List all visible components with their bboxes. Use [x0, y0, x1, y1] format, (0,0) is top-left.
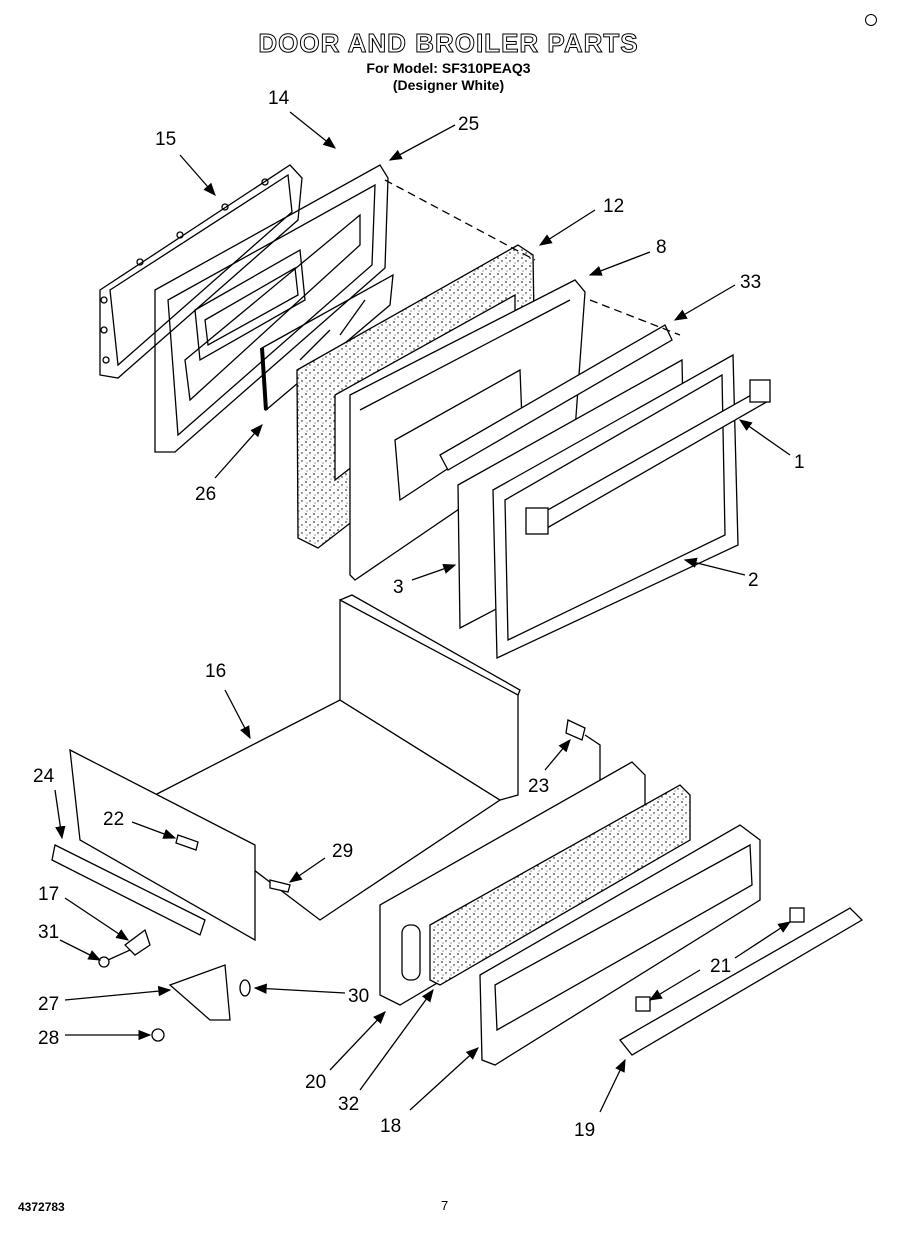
callout-3: 3	[393, 577, 404, 598]
part-23-screw	[565, 719, 586, 741]
callout-32: 32	[338, 1094, 359, 1115]
callout-1: 1	[794, 452, 805, 473]
callout-20: 20	[305, 1072, 326, 1093]
callout-25: 25	[458, 114, 479, 135]
callout-26: 26	[195, 484, 216, 505]
callout-27: 27	[38, 994, 59, 1015]
part-32-broiler-insulation	[429, 784, 691, 986]
callout-17: 17	[38, 884, 59, 905]
part-27-bracket	[168, 964, 231, 1021]
callout-19: 19	[574, 1120, 595, 1141]
callout-12: 12	[603, 196, 624, 217]
page-title: DOOR AND BROILER PARTS	[258, 28, 639, 59]
part-25-inner-door	[154, 164, 389, 453]
callout-15: 15	[155, 129, 176, 150]
callout-33: 33	[740, 272, 761, 293]
callout-23: 23	[528, 776, 549, 797]
part-1-handle	[525, 379, 772, 535]
callout-31: 31	[38, 922, 59, 943]
part-30-clip	[239, 979, 251, 997]
variant-line: (Designer White)	[392, 77, 505, 93]
callout-28: 28	[38, 1028, 59, 1049]
callout-24: 24	[33, 766, 55, 787]
part-26-window-glass	[260, 273, 394, 412]
corner-mark	[865, 14, 877, 26]
callout-22: 22	[103, 809, 124, 830]
part-21-spacer	[789, 907, 805, 923]
callout-21: 21	[710, 956, 731, 977]
part-2-outer-door	[492, 353, 739, 660]
part-19-broiler-trim	[619, 907, 864, 1056]
callout-8: 8	[656, 237, 667, 258]
part-33-trim-strip	[439, 324, 673, 471]
part-17-clip	[124, 928, 151, 956]
callout-2: 2	[748, 570, 759, 591]
part-31-screw	[98, 949, 131, 968]
document-number: 4372783	[18, 1200, 65, 1214]
page-number: 7	[441, 1198, 449, 1213]
part-21-spacer-2	[635, 996, 651, 1012]
callout-14: 14	[268, 88, 290, 109]
callout-30: 30	[348, 986, 369, 1007]
part-16-broiler-drawer	[153, 594, 521, 921]
model-line: For Model: SF310PEAQ3	[366, 60, 531, 76]
part-15-door-gasket	[99, 164, 303, 379]
callout-18: 18	[380, 1116, 401, 1137]
callout-16: 16	[205, 661, 226, 682]
part-28-roller	[151, 1028, 165, 1042]
part-18-broiler-door	[479, 824, 761, 1066]
part-24-drawer-side	[51, 748, 256, 942]
callout-29: 29	[332, 841, 353, 862]
part-22-screw	[175, 834, 199, 851]
part-29-screw	[269, 879, 291, 893]
